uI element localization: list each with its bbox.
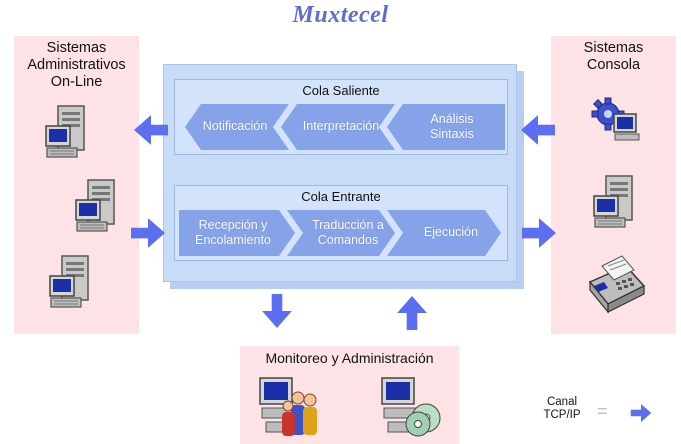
step-line: Comandos [317,233,379,247]
legend-line: Canal [546,396,578,408]
step-line: Encolamiento [195,233,271,247]
server-computer-icon [592,174,636,230]
legend-line: TCP/IP [543,409,581,421]
arrow-to-monitoring-icon [262,294,292,328]
fax-printer-icon [588,255,646,314]
step-line: Traducción a [312,218,384,232]
step-line: Recepción y [198,218,268,232]
step-recepcion: Recepción y Encolamiento [181,218,285,248]
outgoing-chevrons [185,104,505,150]
step-line: Sintaxis [430,127,474,141]
label-line: Sistemas [583,40,644,56]
cd-computer-icon [381,377,441,437]
server-computer-icon [74,178,118,234]
step-line: Notificación [202,119,268,133]
chevron-ejecucion [387,210,501,256]
incoming-queue: Cola Entrante Recepción y Encolamiento T… [174,185,508,261]
arrow-from-admin-icon [131,218,165,248]
outgoing-queue-title: Cola Saliente [302,83,380,98]
chevron-interpretacion [281,104,395,150]
legend-label: Canal TCP/IP [534,396,590,422]
step-line: Análisis [430,112,474,126]
legend-separator: = [597,401,608,421]
incoming-queue-title: Cola Entrante [301,189,381,204]
panel-admin-systems-label: Sistemas Administrativos On-Line [14,40,139,91]
chevron-recepcion [179,210,295,256]
step-line: Interpretación [302,119,380,133]
server-computer-icon [44,104,88,160]
step-traduccion: Traducción a Comandos [301,218,395,248]
step-line: Ejecución [423,225,479,239]
arrow-from-monitoring-icon [397,296,427,330]
step-interpretacion: Interpretación [289,119,393,134]
label-line: Sistemas [46,40,107,56]
step-analisis-sintaxis: Análisis Sintaxis [401,112,503,142]
gear-computer-icon [591,97,640,141]
outgoing-queue: Cola Saliente Notificación Interpretació… [174,79,508,155]
label-line: Administrativos [27,57,126,73]
users-computer-icon [259,377,317,436]
chevron-notificacion [185,104,289,150]
server-computer-icon [48,254,92,310]
arrow-from-console-icon [521,115,555,145]
panel-monitoring-label: Monitoreo y Administración [265,350,434,366]
label-line: On-Line [50,74,103,90]
muxtecel-core: Cola Saliente Notificación Interpretació… [163,64,517,282]
panel-console-systems-label: Sistemas Consola [551,40,676,74]
arrow-to-console-icon [522,218,556,248]
legend-arrow-icon [630,404,652,422]
diagram-title: Muxtecel [292,2,389,28]
step-ejecucion: Ejecución [405,225,497,240]
arrow-to-admin-icon [134,115,168,145]
step-notificacion: Notificación [193,119,277,134]
incoming-chevrons [179,210,501,256]
chevron-analisis [387,104,505,150]
chevron-traduccion [287,210,395,256]
label-line: Consola [586,57,641,73]
